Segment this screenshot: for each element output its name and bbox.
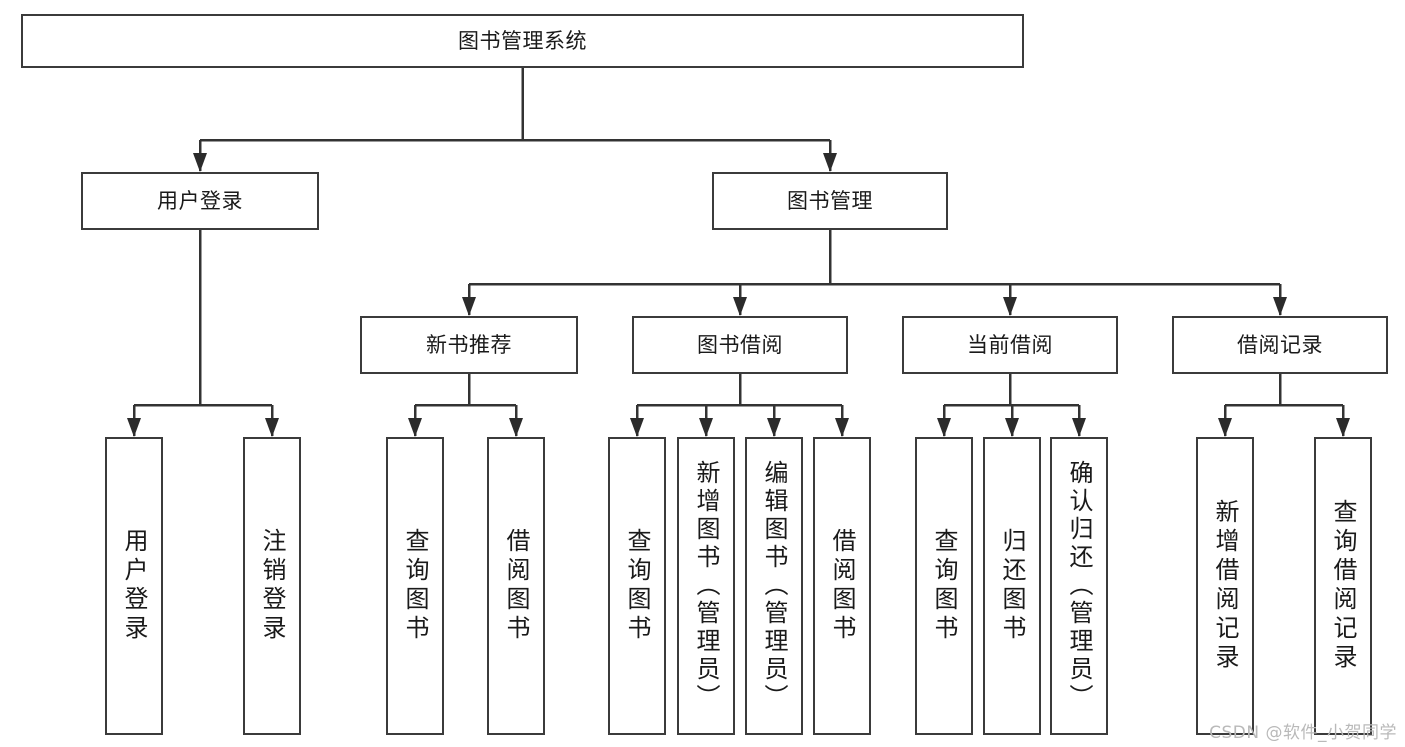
node-label: 编辑图书（管理员） [760, 460, 788, 712]
node-book-borrow: 图书借阅 [632, 316, 848, 374]
node-label: 借阅记录 [1237, 332, 1323, 357]
node-root: 图书管理系统 [21, 14, 1024, 68]
node-leaf-confirm-return: 确认归还（管理员） [1050, 437, 1108, 735]
node-borrow-record: 借阅记录 [1172, 316, 1388, 374]
node-leaf-query-book-1: 查询图书 [386, 437, 444, 735]
node-label: 新书推荐 [426, 332, 512, 357]
node-label: 新增图书（管理员） [692, 460, 720, 712]
node-leaf-query-record: 查询借阅记录 [1314, 437, 1372, 735]
node-leaf-return-book: 归还图书 [983, 437, 1041, 735]
node-label: 归还图书 [998, 528, 1026, 644]
node-leaf-borrow-book-2: 借阅图书 [813, 437, 871, 735]
node-label: 查询借阅记录 [1329, 499, 1357, 673]
node-label: 查询图书 [930, 528, 958, 644]
watermark-text: CSDN @软件_小贺同学 [1209, 723, 1397, 743]
node-book-manage: 图书管理 [712, 172, 948, 230]
node-label: 新增借阅记录 [1211, 499, 1239, 673]
node-label: 借阅图书 [828, 528, 856, 644]
node-label: 借阅图书 [502, 528, 530, 644]
node-leaf-user-login: 用户登录 [105, 437, 163, 735]
node-leaf-borrow-book-1: 借阅图书 [487, 437, 545, 735]
node-label: 图书管理系统 [458, 28, 587, 53]
node-current-borrow: 当前借阅 [902, 316, 1118, 374]
node-leaf-add-record: 新增借阅记录 [1196, 437, 1254, 735]
node-label: 当前借阅 [967, 332, 1053, 357]
node-new-book-rec: 新书推荐 [360, 316, 578, 374]
node-leaf-query-book-3: 查询图书 [915, 437, 973, 735]
node-label: 用户登录 [120, 528, 148, 644]
node-label: 图书借阅 [697, 332, 783, 357]
node-leaf-add-book: 新增图书（管理员） [677, 437, 735, 735]
node-label: 确认归还（管理员） [1065, 460, 1093, 712]
node-label: 注销登录 [258, 528, 286, 644]
node-label: 图书管理 [787, 188, 873, 213]
node-user-login: 用户登录 [81, 172, 319, 230]
node-label: 查询图书 [623, 528, 651, 644]
node-label: 用户登录 [157, 188, 243, 213]
node-label: 查询图书 [401, 528, 429, 644]
node-leaf-edit-book: 编辑图书（管理员） [745, 437, 803, 735]
node-leaf-logout: 注销登录 [243, 437, 301, 735]
node-leaf-query-book-2: 查询图书 [608, 437, 666, 735]
